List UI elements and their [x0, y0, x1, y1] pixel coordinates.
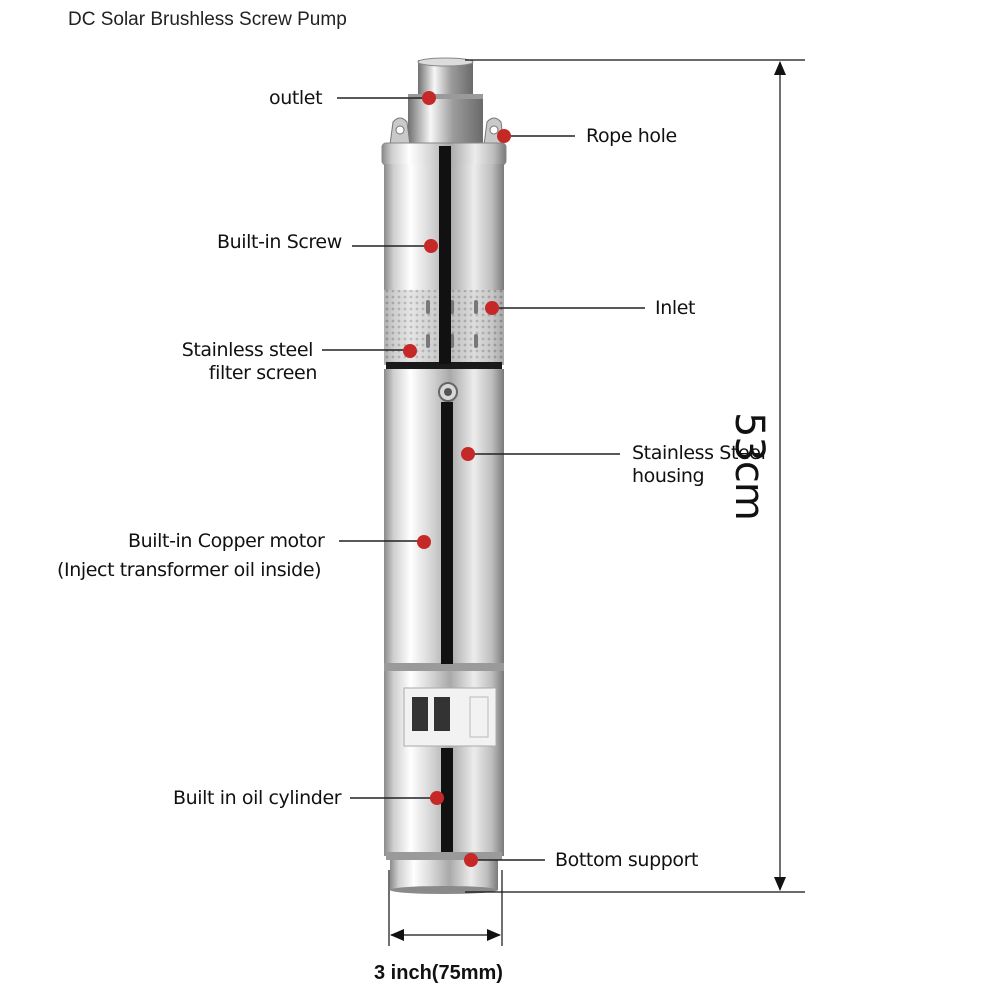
label-outlet: outlet: [269, 87, 323, 109]
page-title: DC Solar Brushless Screw Pump: [68, 9, 347, 30]
height-dimension-label: 53cm: [726, 412, 772, 520]
rope-hole-lugs: [389, 117, 505, 146]
outlet-pipe: [408, 57, 483, 146]
marker-rope-hole: [497, 129, 511, 143]
body-stripe-lower: [441, 748, 453, 852]
marker-builtin-screw: [424, 239, 438, 253]
leader-lines: [322, 97, 645, 861]
marker-motor: [417, 535, 431, 549]
callout-markers: [403, 91, 511, 867]
label-rope-hole: Rope hole: [586, 125, 677, 147]
label-housing-line2: housing: [632, 465, 705, 487]
body-stripe-middle: [441, 402, 453, 664]
marker-bottom-support: [464, 853, 478, 867]
body-stripe-upper: [439, 146, 451, 364]
height-dimension: [465, 59, 805, 893]
bottom-support: [386, 852, 502, 894]
nameplate: [403, 687, 497, 747]
marker-filter-screen: [403, 344, 417, 358]
marker-housing: [461, 447, 475, 461]
label-motor-line2: (Inject transformer oil inside): [57, 559, 322, 581]
width-dimension: [388, 870, 503, 946]
marker-inlet: [485, 301, 499, 315]
label-filter-screen-line1: Stainless steel: [181, 339, 314, 361]
label-filter-screen-line2: filter screen: [208, 362, 318, 384]
marker-oil-cylinder: [430, 791, 444, 805]
label-inlet: Inlet: [655, 297, 696, 319]
label-builtin-screw: Built-in Screw: [217, 231, 342, 253]
joint-ring: [384, 663, 504, 671]
label-oil-cylinder: Built in oil cylinder: [173, 787, 342, 809]
label-motor-line1: Built-in Copper motor: [128, 530, 325, 552]
marker-outlet: [422, 91, 436, 105]
label-housing-line1: Stainless Steel: [632, 442, 766, 464]
diameter-dimension-label: 3 inch(75mm): [374, 962, 503, 984]
label-bottom-support: Bottom support: [555, 849, 699, 871]
